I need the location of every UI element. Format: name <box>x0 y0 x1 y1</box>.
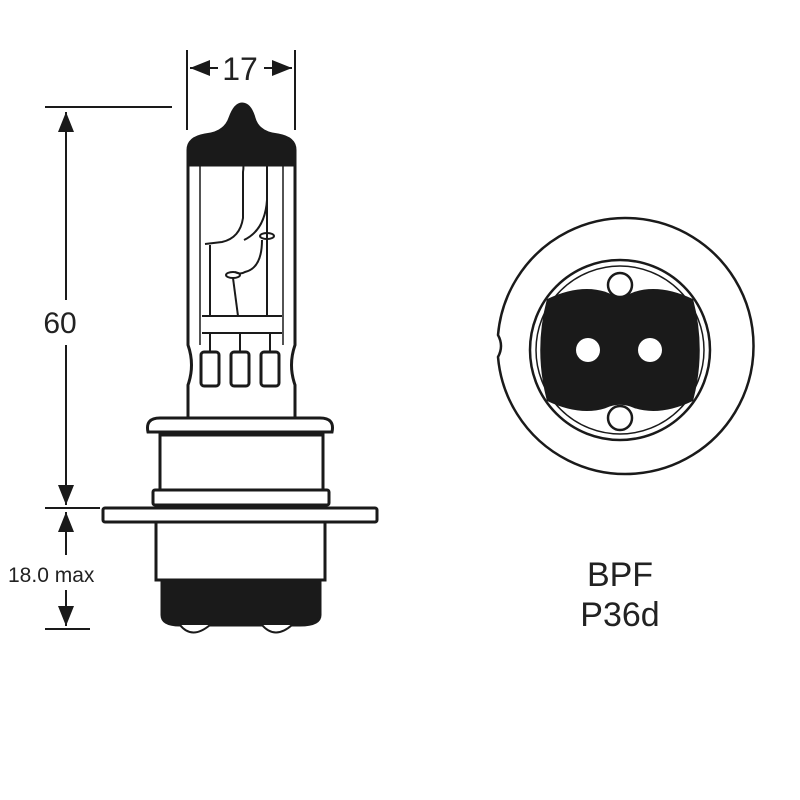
base-code-label: P36d <box>580 596 659 634</box>
bulb-side-view <box>101 102 379 634</box>
base-dimension <box>45 512 90 630</box>
base-end-view <box>496 216 755 476</box>
width-label: 17 <box>222 51 258 87</box>
base-label: 18.0 max <box>8 564 95 587</box>
width-dimension <box>186 50 296 130</box>
height-dimension <box>45 106 172 509</box>
base-type-label: BPF <box>587 556 653 594</box>
height-label: 60 <box>43 307 76 340</box>
